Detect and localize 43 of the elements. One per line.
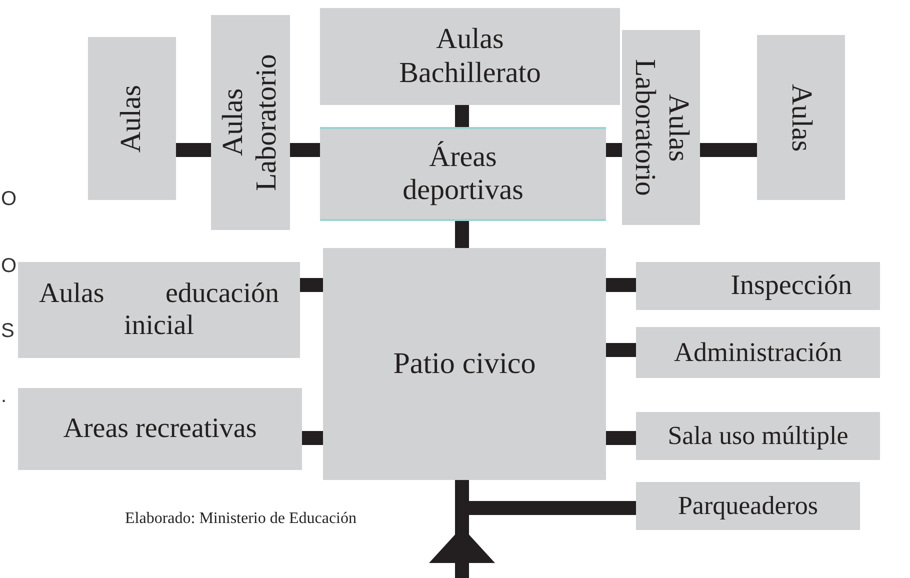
room-label: Aulas Bachillerato xyxy=(398,23,542,90)
text-fragment: . xyxy=(1,385,7,408)
room-box xyxy=(636,412,880,460)
room-box xyxy=(18,388,302,470)
room-box xyxy=(622,30,700,225)
room-box xyxy=(88,37,176,200)
connector-line xyxy=(176,143,211,157)
room-label: Aulas xyxy=(784,84,818,152)
connector-line xyxy=(455,221,469,248)
connector-line xyxy=(606,143,622,157)
room-label: Areas recreativas xyxy=(62,412,258,446)
room-label: Áreas deportivas xyxy=(402,140,524,208)
room-label: Aulas xyxy=(115,84,148,152)
room-label: Parqueaderos xyxy=(678,491,818,521)
room-label: Administración xyxy=(674,336,842,368)
room-box xyxy=(18,262,300,358)
room-box xyxy=(636,327,880,378)
text-fragment: O xyxy=(1,255,17,278)
arrow xyxy=(429,527,495,578)
room-box xyxy=(757,35,845,200)
room-box xyxy=(636,262,880,310)
connector-line xyxy=(300,278,323,292)
source-note: Elaborado: Ministerio de Educación xyxy=(125,510,356,528)
connector-line xyxy=(606,431,636,445)
connector-line xyxy=(455,105,469,127)
room-box xyxy=(211,15,290,230)
text-fragment: S xyxy=(1,320,14,343)
connector-line xyxy=(700,143,757,157)
room-box xyxy=(636,482,860,530)
room-label: Sala uso múltiple xyxy=(668,421,848,451)
room-label: Patio civico xyxy=(393,346,536,382)
room-label: Aulas educación inicial xyxy=(39,278,279,342)
connector-line xyxy=(606,278,636,292)
room-box xyxy=(320,127,606,221)
room-box xyxy=(323,248,606,480)
connector-line xyxy=(290,143,320,157)
connector-line xyxy=(606,343,636,357)
text-fragment: O xyxy=(1,188,17,211)
room-label: Inspección xyxy=(730,270,852,302)
room-label: Aulas Laboratorio xyxy=(628,58,694,198)
room-box xyxy=(320,8,620,105)
room-label: Aulas Laboratorio xyxy=(217,53,284,193)
connector-line xyxy=(302,431,323,445)
